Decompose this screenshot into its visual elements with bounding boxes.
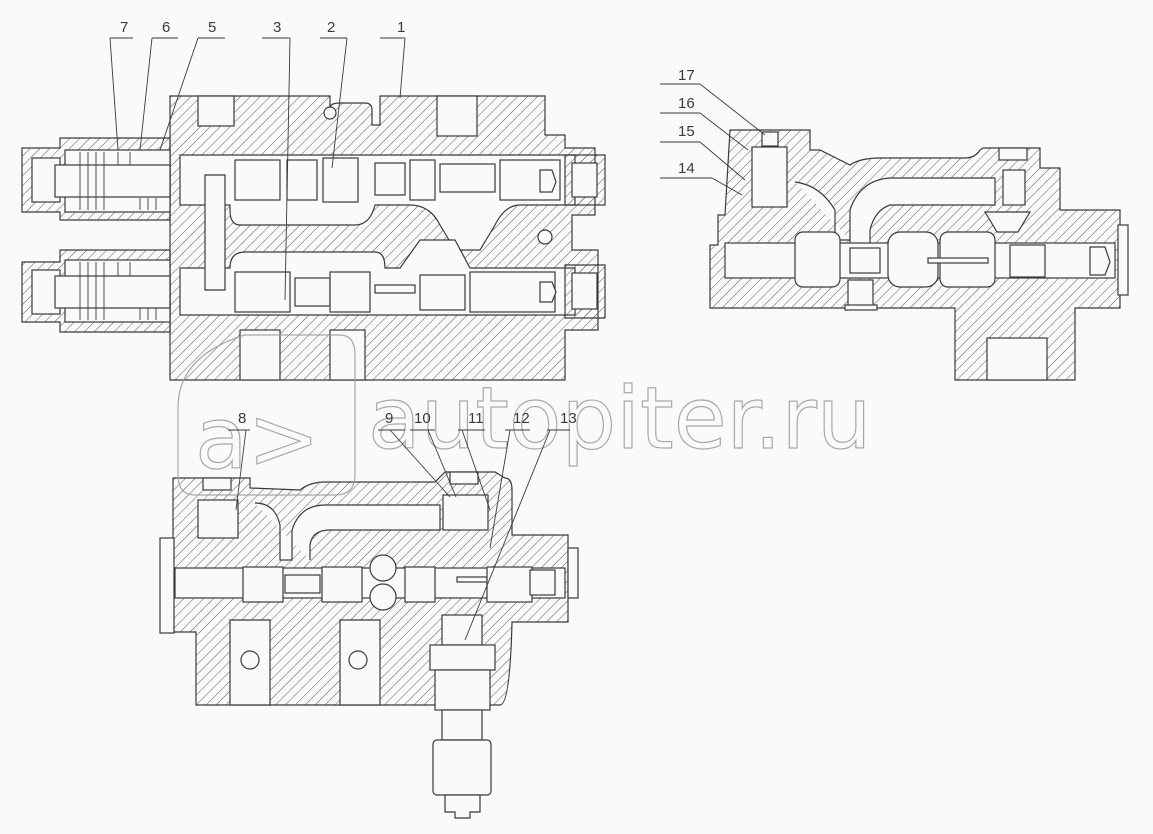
side-flange — [567, 547, 579, 599]
port-bottom-1 — [239, 329, 281, 381]
port-bottom-2 — [329, 329, 366, 381]
end-cap — [1117, 224, 1129, 296]
callout-12: 12 — [489, 410, 530, 549]
callout-label: 5 — [208, 19, 216, 36]
callout-label: 16 — [678, 95, 695, 112]
plug — [998, 147, 1028, 161]
bolt-hole — [348, 650, 368, 670]
spring-cap-upper — [21, 137, 171, 221]
callout-5: 5 — [159, 19, 225, 151]
callout-label: 6 — [162, 19, 170, 36]
callout-leader-line — [159, 37, 199, 151]
callout-label: 11 — [468, 410, 484, 427]
callout-label: 17 — [678, 67, 695, 84]
upper-spool — [234, 157, 561, 203]
callout-17: 17 — [660, 67, 766, 136]
plug — [202, 477, 232, 491]
callout-10: 10 — [410, 410, 457, 498]
bolt-hole — [240, 650, 260, 670]
callout-16: 16 — [660, 95, 749, 151]
callout-label: 14 — [678, 160, 695, 177]
valve-body — [169, 95, 599, 381]
plug — [761, 131, 779, 147]
callout-leader-line — [284, 37, 291, 301]
check-valve — [442, 494, 489, 531]
callout-14: 14 — [660, 160, 743, 196]
callout-7: 7 — [109, 19, 133, 151]
watermark-text: autopiter.ru — [368, 369, 871, 469]
callout-label: 13 — [560, 410, 577, 427]
outlet-port — [986, 337, 1048, 381]
watermark-logo-glyphs: a> — [195, 389, 320, 489]
callout-8: 8 — [228, 410, 250, 511]
watermark-logo-frame — [177, 334, 356, 496]
callout-label: 3 — [273, 19, 281, 36]
callout-9: 9 — [378, 410, 451, 498]
side-flange — [159, 537, 175, 634]
callout-label: 2 — [327, 19, 335, 36]
callout-leader-line — [389, 429, 451, 498]
fitting — [429, 614, 496, 819]
bolt-hole — [537, 229, 553, 245]
right-section-view — [709, 129, 1129, 381]
spool — [242, 554, 556, 611]
spring-cap-lower — [21, 249, 171, 333]
callout-label: 8 — [238, 410, 246, 427]
callout-1: 1 — [380, 19, 406, 99]
callout-leader-line — [331, 37, 348, 169]
watermark: a> autopiter.ru — [177, 334, 872, 496]
callout-leader-line — [235, 429, 247, 511]
callout-leader-line — [464, 429, 551, 641]
passage — [254, 502, 441, 561]
callout-13: 13 — [464, 410, 577, 641]
callout-leader-line — [139, 37, 153, 151]
callout-leader-line — [461, 429, 491, 511]
callout-leader-line — [489, 429, 511, 549]
check-valve — [197, 499, 239, 539]
callout-label: 7 — [120, 19, 128, 36]
callout-leader-line — [109, 37, 119, 151]
callout-3: 3 — [262, 19, 291, 301]
callout-label: 12 — [513, 410, 530, 427]
callout-label: 15 — [678, 123, 695, 140]
callout-leader-line — [699, 83, 766, 136]
passage-cross — [204, 174, 226, 291]
spool — [794, 231, 1111, 311]
callout-2: 2 — [320, 19, 348, 169]
relief-valve — [751, 146, 788, 208]
callout-leader-line — [699, 112, 749, 151]
callout-leader-line — [427, 429, 457, 498]
lower-spool — [234, 271, 557, 313]
bolt-hole — [323, 106, 337, 120]
callout-11: 11 — [458, 410, 491, 511]
callout-leader-line — [699, 141, 746, 181]
port-top-right — [436, 95, 478, 137]
callout-leader-line — [399, 37, 406, 99]
plug — [449, 471, 479, 485]
bottom-section-view — [159, 471, 579, 819]
callout-label: 9 — [385, 410, 393, 427]
passage — [794, 177, 996, 266]
check-valve — [1002, 169, 1026, 206]
main-section-view — [21, 95, 606, 381]
callout-leader-line — [711, 177, 743, 196]
callout-6: 6 — [139, 19, 178, 151]
callout-label: 10 — [414, 410, 431, 427]
callout-15: 15 — [660, 123, 746, 181]
port-top-left — [197, 95, 235, 127]
callout-label: 1 — [397, 19, 405, 36]
